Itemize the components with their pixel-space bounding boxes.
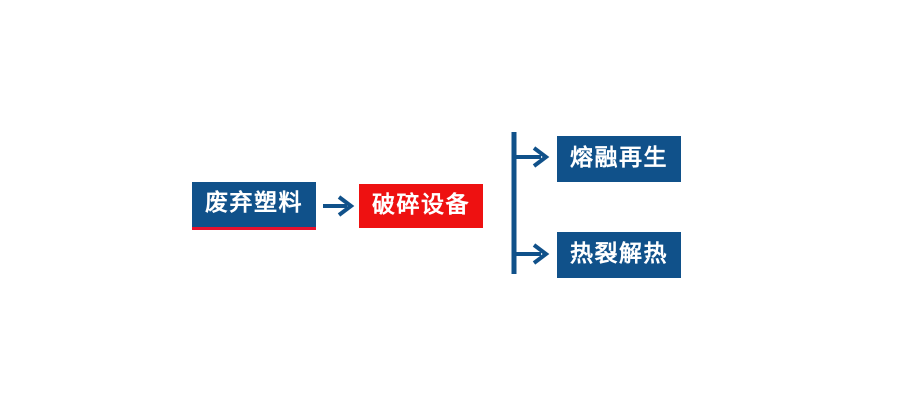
- flow-node-source-label: 废弃塑料: [205, 190, 303, 216]
- flow-node-branch-top-label: 熔融再生: [570, 144, 668, 171]
- flow-node-process[interactable]: 破碎设备: [359, 184, 483, 228]
- flow-node-branch-bottom-label: 热裂解热: [570, 240, 668, 267]
- arrow-right-icon: [323, 195, 355, 217]
- flow-node-branch-bottom[interactable]: 热裂解热: [557, 232, 681, 278]
- split-arrow-icon: [511, 132, 550, 274]
- flow-node-branch-top[interactable]: 熔融再生: [557, 136, 681, 182]
- flow-node-process-label: 破碎设备: [372, 191, 470, 218]
- connector-process-to-branches: [510, 130, 560, 276]
- flow-node-source[interactable]: 废弃塑料: [192, 182, 316, 230]
- connector-source-to-process: [322, 191, 356, 221]
